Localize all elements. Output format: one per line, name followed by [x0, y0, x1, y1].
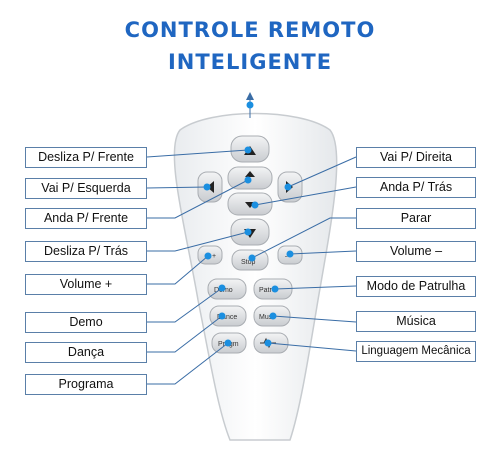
label-anda-frente: Anda P/ Frente — [25, 208, 147, 229]
label-musica: Música — [356, 311, 476, 332]
label-danca: Dança — [25, 342, 147, 363]
label-volume-up: Volume + — [25, 274, 147, 295]
btn-dance-text: Dance — [217, 314, 237, 321]
btn-vol-up-text: + — [212, 253, 216, 260]
callout-dots — [203, 146, 294, 347]
btn-stop-text: Stop — [241, 259, 256, 266]
label-desliza-frente: Desliza P/ Frente — [25, 147, 147, 168]
ir-dot — [246, 101, 254, 109]
label-linguagem-mecanica: Linguagem Mecânica — [356, 341, 476, 362]
label-programa: Programa — [25, 374, 147, 395]
callout-lines — [146, 149, 357, 385]
btn-demo — [207, 278, 247, 300]
label-desliza-tras: Desliza P/ Trás — [25, 241, 147, 262]
title-line-2: INTELIGENTE — [167, 50, 333, 74]
label-parar: Parar — [356, 208, 476, 229]
btn-vol-down-text: – — [285, 253, 289, 260]
btn-patrol-text: Patro — [259, 287, 276, 294]
btn-dance — [209, 305, 247, 327]
label-demo: Demo — [25, 312, 147, 333]
label-volume-down: Volume – — [356, 241, 476, 262]
label-vai-direita: Vai P/ Direita — [356, 147, 476, 168]
label-anda-tras: Anda P/ Trás — [356, 177, 476, 198]
title-line-1: CONTROLE REMOTO — [124, 18, 376, 42]
label-vai-esquerda: Vai P/ Esquerda — [25, 178, 147, 199]
btn-music-text: Mus — [259, 314, 273, 321]
label-modo-patrulha: Modo de Patrulha — [356, 276, 476, 297]
